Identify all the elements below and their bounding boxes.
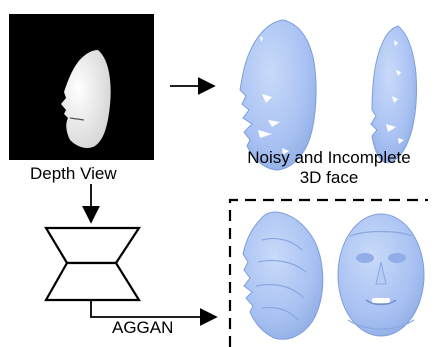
aggan-label: AGGAN (112, 318, 173, 338)
depth-view-image (9, 14, 154, 160)
refined-face-front-icon (338, 214, 424, 336)
arrow-network-to-refined (91, 300, 216, 317)
depth-view-label: Depth View (30, 164, 117, 184)
noisy-face-label-line2: 3D face (229, 168, 429, 188)
noisy-face-side-icon (371, 26, 417, 162)
refined-face-profile-icon (243, 212, 323, 339)
encoder-decoder-icon (46, 228, 139, 300)
noisy-face-label-line1: Noisy and Incomplete (229, 148, 429, 168)
noisy-face-label: Noisy and Incomplete 3D face (229, 148, 429, 188)
